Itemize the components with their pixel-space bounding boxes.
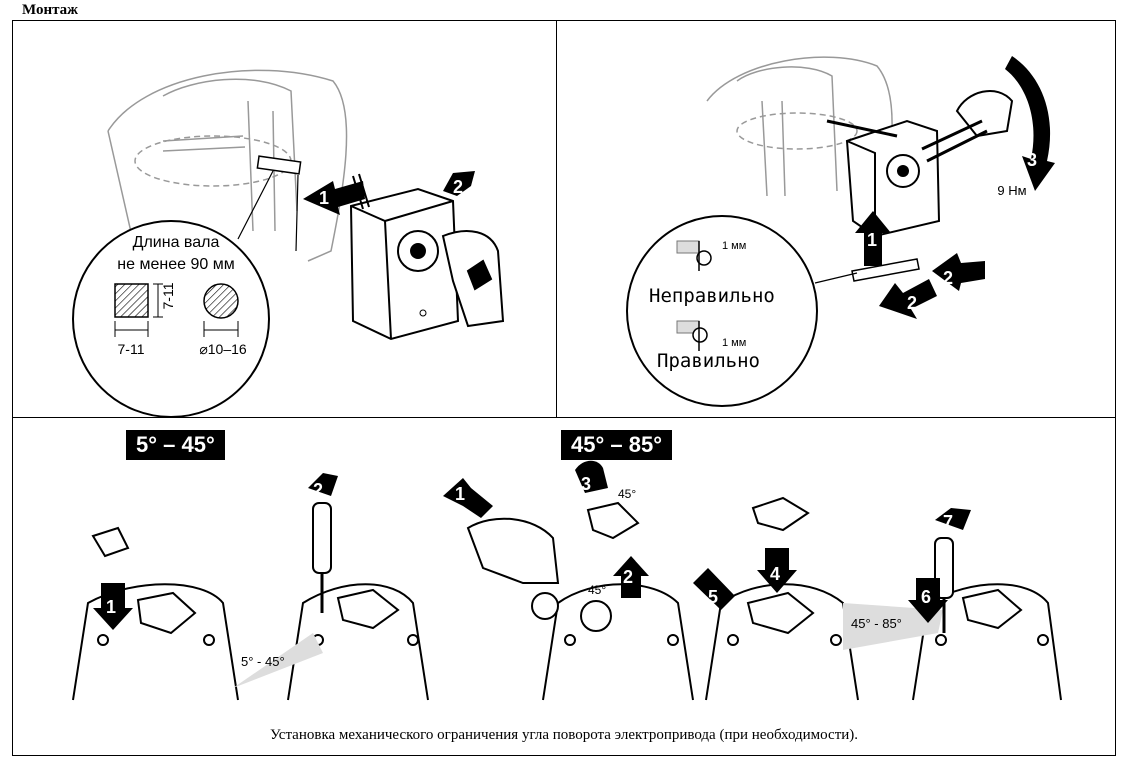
shaft-length-callout: Длина вала не менее 90 мм 7-11 7-11 ⌀10–… [72, 220, 270, 418]
screwdriver-icon-left [312, 502, 332, 613]
callout-line-1: Длина вала [133, 234, 220, 251]
step-1-left-number: 1 [106, 597, 116, 617]
square-dim-height: 7-11 [160, 282, 176, 309]
right-alignment-icon [676, 320, 708, 351]
figure-caption: Установка механического ограничения угла… [269, 727, 859, 743]
actuator-icon [826, 119, 941, 238]
stop-part-icon [91, 526, 130, 558]
step-4-number: 4 [770, 564, 780, 584]
lever-ring-icon [531, 592, 559, 620]
step-marker-2-left: 2 [308, 473, 338, 500]
section-heading: Монтаж [22, 2, 79, 18]
step-3-rotate-arrow-icon: 3 [1005, 56, 1055, 191]
gear-ring-icon [580, 600, 612, 632]
angle-label-top: 45° [618, 487, 636, 501]
actuator-icon [349, 187, 460, 341]
angle-fan-left-label: 5° - 45° [241, 654, 285, 669]
step-2b-number: 2 [943, 268, 953, 288]
clamp-icon-3 [586, 501, 640, 540]
bottom-illustration: 5° - 45° 45° - 85° 45° 45° 1 2 1 [72, 460, 1062, 701]
wrong-alignment-icon [676, 240, 712, 271]
angle-fan-right [843, 603, 943, 650]
step-marker-2-up: 2 [613, 556, 649, 598]
clamp-icon [136, 591, 197, 635]
wrench-hand-icon [921, 90, 1014, 163]
clamp-icon-5 [746, 591, 815, 635]
bracket-icon [851, 258, 920, 282]
step-1-arrow-icon: 1 [855, 211, 891, 266]
step-2a-arrow-icon: 2 [879, 279, 937, 319]
clamp-icon-2 [336, 588, 400, 630]
clamp-icon-6 [961, 588, 1023, 630]
step-marker-3: 3 [575, 460, 608, 494]
square-dim-width: 7-11 [118, 341, 145, 357]
clamp-icon-4 [751, 496, 810, 532]
step-2a-number: 2 [907, 293, 917, 313]
torque-label: 9 Нм [997, 183, 1026, 198]
range-badge-right: 45° – 85° [561, 430, 672, 460]
step-5-number: 5 [708, 587, 718, 607]
step-2-left-number: 2 [313, 480, 323, 500]
step-2-up-number: 2 [623, 567, 633, 587]
step-marker-7: 7 [935, 508, 971, 532]
gap-label-bottom: 1 мм [722, 337, 746, 349]
wrong-label: Неправильно [649, 285, 775, 307]
right-label: Правильно [657, 350, 760, 372]
step-marker-6: 6 [908, 578, 948, 623]
round-shaft-icon [203, 283, 239, 319]
step-7-number: 7 [943, 512, 953, 532]
cell-divider-vertical [556, 20, 557, 417]
angle-fan-right-label: 45° - 85° [851, 616, 902, 631]
square-shaft-icon [114, 283, 149, 318]
step-2-arrow-icon: 2 [443, 171, 475, 197]
step-1-right-number: 1 [455, 484, 465, 504]
step-2b-arrow-icon: 2 [932, 253, 985, 291]
step-marker-4: 4 [757, 548, 797, 593]
step-1-arrow-icon: 1 [303, 173, 370, 215]
step-marker-5: 5 [693, 568, 735, 610]
callout-line-2: не менее 90 мм [117, 256, 234, 273]
cell-divider-horizontal [12, 417, 1116, 418]
angle-label-mid: 45° [588, 583, 606, 597]
range-badge-left: 5° – 45° [126, 430, 225, 460]
angle-fan-left [233, 633, 323, 688]
top-left-illustration: 1 2 Длина вала не менее 90 мм 7-11 7-11 … [72, 69, 505, 418]
round-dim: ⌀10–16 [199, 341, 247, 357]
step-2-number: 2 [453, 177, 463, 197]
alignment-callout: 1 мм Неправильно 1 мм Правильно [626, 215, 858, 407]
step-3-number: 3 [581, 474, 591, 494]
hand-icon [441, 230, 505, 328]
gap-label-top: 1 мм [722, 240, 746, 252]
hand-icon [466, 517, 560, 584]
step-marker-1-right: 1 [443, 478, 493, 518]
step-6-number: 6 [921, 587, 931, 607]
step-1-number: 1 [867, 230, 877, 250]
shaft-icon [256, 155, 302, 175]
top-right-illustration: 3 9 Нм 1 2 2 1 мм Неправильно 1 мм Прави… [626, 56, 1055, 407]
step-1-number: 1 [319, 188, 329, 208]
step-3-number: 3 [1027, 150, 1037, 170]
figure-table [12, 20, 1116, 756]
step-marker-1-left: 1 [93, 583, 133, 630]
